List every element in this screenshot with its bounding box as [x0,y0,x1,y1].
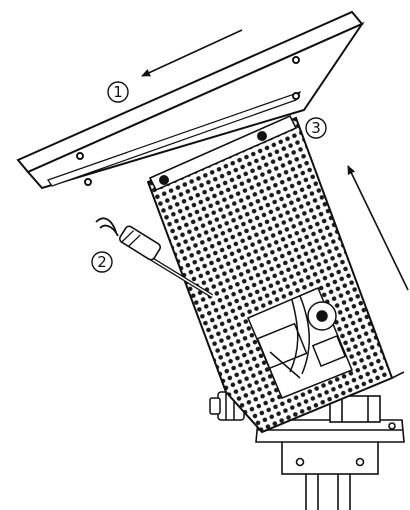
power-cable [95,217,214,298]
arrow-1 [141,29,243,77]
pedestal-column [305,471,351,510]
pedestal-block [281,439,379,475]
housing-screw [159,175,169,185]
housing-screw [257,131,267,141]
plug-prong [95,217,117,233]
callout-2-label: 2 [97,253,107,271]
plate-bottom-face [26,21,365,190]
plate-screw [84,178,92,186]
callout-3-label: 3 [311,119,321,137]
callout-1: 1 [107,81,129,103]
pedestal-bolt [295,457,305,467]
callout-2: 2 [91,251,113,273]
plug-body [118,225,162,261]
arrow-3 [347,165,409,291]
top-plate [16,10,365,190]
flange-bolt [388,422,396,430]
callout-3: 3 [305,117,327,139]
plate-screw [76,152,84,160]
internal-mechanism [247,287,353,399]
pedestal-bolt [355,457,365,467]
plate-screw [292,56,300,64]
plate-screw [292,92,300,100]
callout-1-label: 1 [113,83,123,101]
